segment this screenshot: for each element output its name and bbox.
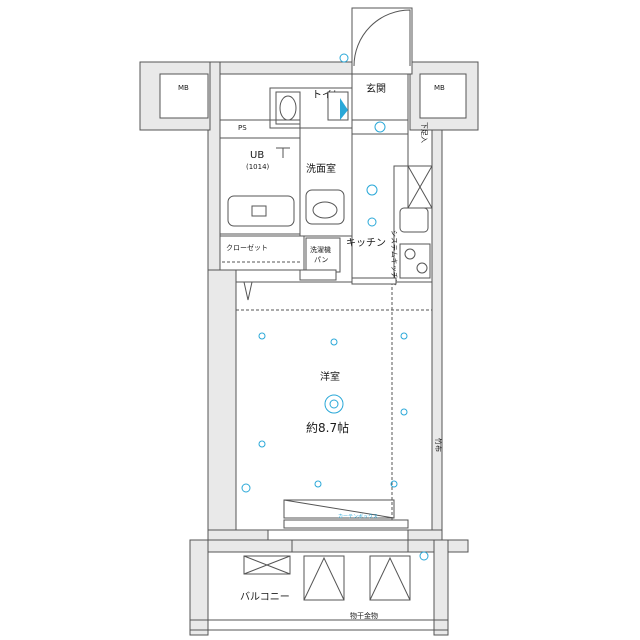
- outlet-icon: [330, 338, 338, 346]
- stove-icon: [399, 243, 431, 279]
- outlet-icon: [419, 551, 429, 561]
- laundry-rack-label: 物干金物: [350, 611, 378, 620]
- outlet-icon: [314, 480, 322, 488]
- entrance-label: 玄関: [366, 82, 386, 95]
- system-kitchen-label: システムキッチン: [390, 230, 398, 286]
- closet: クローゼット: [219, 235, 305, 271]
- ps-label: PS: [238, 124, 247, 132]
- sink-icon: [305, 189, 345, 225]
- wc-room: トイレ: [269, 87, 353, 129]
- side-label: 竹布: [434, 438, 443, 452]
- outlet-icon: [241, 483, 251, 493]
- outlet-icon: [400, 408, 408, 416]
- kitchen: キッチン 下足入 システムキッチン: [346, 122, 433, 286]
- balcony-label: バルコニー: [240, 591, 290, 603]
- sink-icon: [399, 207, 429, 233]
- wc-label: トイレ: [312, 90, 342, 101]
- mb-box-left: MB: [139, 61, 211, 131]
- sliding-doors: [299, 53, 429, 561]
- mb-left-label: MB: [178, 84, 189, 92]
- closet-label: クローゼット: [226, 243, 268, 252]
- unit-bath-label: UB: [250, 150, 264, 161]
- western-room-label: 洋室: [320, 370, 340, 383]
- outlet-icon: [390, 480, 398, 488]
- ceiling-light-icon: [367, 217, 377, 227]
- washer-pan-line1: 洗濯機: [310, 245, 331, 254]
- door-swing-icon: [351, 7, 413, 75]
- shoe-box-label: 下足入: [420, 122, 428, 143]
- unit-bath-size: (1014): [246, 163, 270, 171]
- mb-box-right: MB: [409, 61, 479, 131]
- outlet-icon: [339, 53, 349, 63]
- outer-walls: [139, 61, 479, 636]
- washroom: 洗面室: [299, 127, 353, 237]
- ceiling-light-icon: [366, 184, 378, 196]
- escape-hatch-icon: [303, 555, 345, 601]
- mb-right-label: MB: [434, 84, 445, 92]
- kitchen-label: キッチン: [346, 237, 386, 249]
- bathtub-icon: [227, 195, 295, 227]
- outlet-icon: [258, 440, 266, 448]
- western-room: 洋室 約8.7帖 カーテンボックス 竹布: [235, 281, 443, 531]
- curtain-box-label: カーテンボックス: [338, 513, 378, 520]
- escape-hatch-icon: [369, 555, 411, 601]
- western-room-size: 約8.7帖: [306, 420, 349, 435]
- ceiling-light-icon: [374, 121, 386, 133]
- unit-bath-area: PS UB (1014): [219, 119, 301, 235]
- washer-pan: 洗濯機 パン: [305, 237, 341, 273]
- ceiling-light-icon: [324, 394, 344, 414]
- outlet-icon: [400, 332, 408, 340]
- washroom-label: 洗面室: [306, 162, 336, 175]
- balcony: バルコニー 物干金物: [207, 540, 435, 621]
- outlet-icon: [258, 332, 266, 340]
- washer-pan-line2: パン: [314, 256, 328, 264]
